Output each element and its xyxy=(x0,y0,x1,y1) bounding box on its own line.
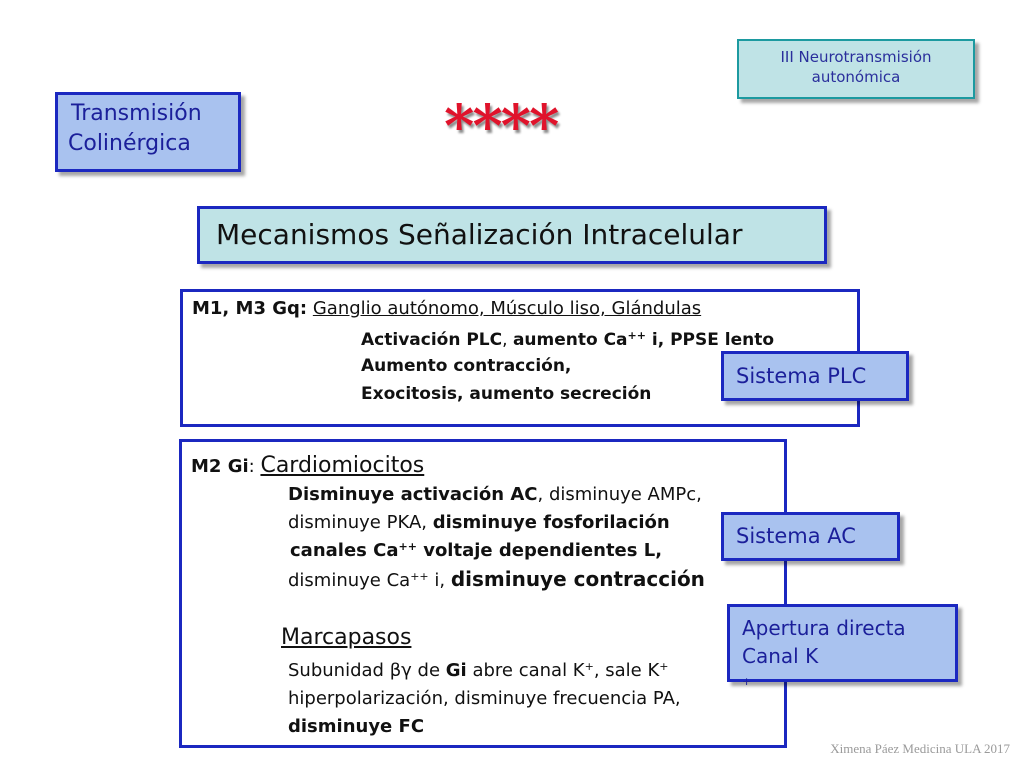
gi-k-efflux: , sale K xyxy=(593,660,660,681)
gq-ca-charge: ++ xyxy=(627,329,646,342)
section-tag-line1: III Neurotransmisión xyxy=(780,48,932,66)
gi-l-type: voltaje dependientes L, xyxy=(416,540,663,561)
gi-ca-charge-2: ++ xyxy=(410,570,429,583)
gq-receptor-label: M1, M3 Gq: xyxy=(192,298,308,319)
section-tag: III Neurotransmisión autonómica xyxy=(737,39,975,99)
gi-sep: : xyxy=(248,456,261,477)
gi-k-charge-2: + xyxy=(659,660,669,673)
importance-stars: **** xyxy=(444,92,559,160)
gq-effect-3: Exocitosis, aumento secreción xyxy=(361,384,652,404)
gi-cardio-effect-4: disminuye Ca++ i, disminuye contracción xyxy=(288,568,705,592)
gi-pacemaker-effect-1: Subunidad βγ de Gi abre canal K+, sale K… xyxy=(288,660,669,682)
gi-pacemaker-header: Marcapasos xyxy=(281,627,411,650)
gi-cardio-effect-1: Disminuye activación AC, disminuye AMPc, xyxy=(288,484,702,506)
gi-phosphorylation: disminuye fosforilación xyxy=(432,512,670,533)
topic-label: Transmisión Colinérgica xyxy=(55,92,241,172)
gi-ac-inhibition: Disminuye activación AC xyxy=(288,484,538,505)
gi-contraction-decrease: disminuye contracción xyxy=(450,567,705,591)
ac-system-label: Sistema AC xyxy=(721,512,900,561)
gi-cardio-effect-3: canales Ca++ voltaje dependientes L, xyxy=(290,540,662,562)
gi-pacemaker-effect-2: hiperpolarización, disminuye frecuencia … xyxy=(288,688,681,709)
gi-pacemaker-effect-3: disminuye FC xyxy=(288,716,425,737)
gq-plc-activation: Activación PLC xyxy=(361,330,503,350)
gq-targets: Ganglio autónomo, Músculo liso, Glándula… xyxy=(312,298,702,319)
gi-ca-i: i, xyxy=(428,570,451,591)
gi-ca-charge-1: ++ xyxy=(398,540,417,553)
gi-ca-decrease: disminuye Ca xyxy=(288,570,411,591)
gi-pka: disminuye PKA, xyxy=(288,512,433,533)
gi-receptor-box: M2 Gi: Cardiomiocitos Disminuye activaci… xyxy=(179,439,787,748)
topic-line2: Colinérgica xyxy=(68,131,191,156)
topic-line1: Transmisión xyxy=(71,101,202,126)
k-channel-text: Canal K xyxy=(742,644,819,668)
k-channel-line1: Apertura directa xyxy=(742,616,906,640)
plc-system-label: Sistema PLC xyxy=(721,351,909,401)
k-channel-label: Apertura directa Canal K + xyxy=(727,604,958,687)
gq-effect-2: Aumento contracción, xyxy=(361,356,572,376)
k-channel-charge: + xyxy=(742,675,752,688)
gi-target-cardiomiocitos: Cardiomiocitos xyxy=(260,453,425,478)
gi-ca-channels: canales Ca xyxy=(290,540,399,561)
slide-title: Mecanismos Señalización Intracelular xyxy=(197,206,827,264)
author-credit: Ximena Páez Medicina ULA 2017 xyxy=(830,741,1010,756)
gi-betagamma: βγ xyxy=(389,660,412,681)
gi-protein: Gi xyxy=(445,660,467,681)
gq-ppse: i, PPSE lento xyxy=(645,330,775,350)
gi-cardio-effect-2: disminuye PKA, disminuye fosforilación xyxy=(288,512,670,534)
gi-header: M2 Gi: Cardiomiocitos xyxy=(191,455,424,478)
gq-comma: , xyxy=(502,330,513,350)
gi-target-marcapasos: Marcapasos xyxy=(281,625,412,650)
gq-ca-increase: aumento Ca xyxy=(512,330,628,350)
gi-ampc: , disminuye AMPc, xyxy=(537,484,702,505)
gq-effect-1: Activación PLC, aumento Ca++ i, PPSE len… xyxy=(361,329,774,351)
k-channel-line2: Canal K + xyxy=(742,642,955,698)
gi-subunit: Subunidad xyxy=(288,660,390,681)
gi-de: de xyxy=(411,660,446,681)
gi-receptor-label: M2 Gi xyxy=(191,456,249,477)
gq-header: M1, M3 Gq: Ganglio autónomo, Músculo lis… xyxy=(192,298,701,320)
gi-k-charge-1: + xyxy=(584,660,594,673)
section-tag-line2: autonómica xyxy=(811,68,901,86)
gi-k-channel: abre canal K xyxy=(466,660,585,681)
